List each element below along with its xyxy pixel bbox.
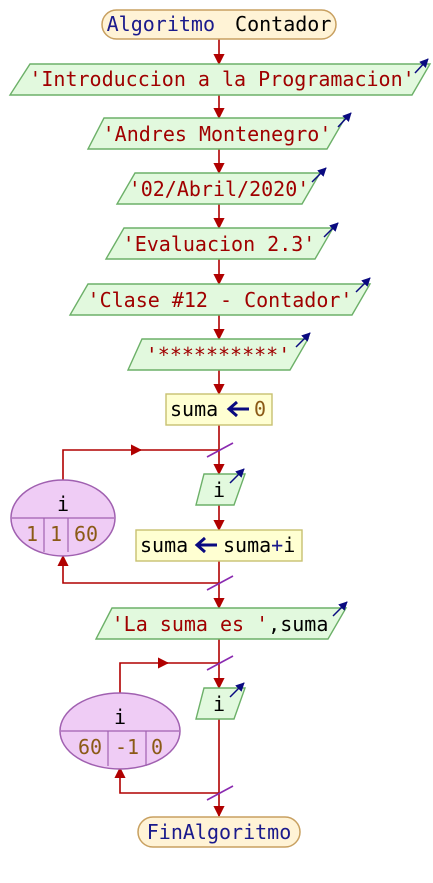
loop1-step: 1 [50,522,62,546]
output-arrow-icon [332,601,348,617]
loop1-from: 1 [26,522,38,546]
output-text-5: 'Clase #12 - Contador' [88,288,353,312]
output-node-2[interactable]: 'Andres Montenegro' [86,112,352,150]
assign-init-var: suma [170,397,218,421]
output-text-2: 'Andres Montenegro' [103,122,332,146]
assign-acc-expr-term: i [283,533,295,557]
start-keyword: Algoritmo [107,12,215,36]
output-arrow-icon [295,332,311,348]
output-text-4: 'Evaluacion 2.3' [123,232,316,256]
assign-acc-var: suma [140,533,188,557]
loop1-top-slash [206,442,234,458]
loop2-from: 60 [78,735,102,759]
loop2-step: -1 [115,735,139,759]
output-text-3: '02/Abril/2020' [129,177,310,201]
loop2-var: i [114,705,126,729]
assign-acc-expr-var: suma [223,533,271,557]
output-node-6[interactable]: '**********' [126,332,311,371]
assign-node-accumulate[interactable]: suma suma+i [135,529,303,562]
output-node-4[interactable]: 'Evaluacion 2.3' [104,222,339,260]
output-arrow-icon [229,682,245,698]
loop1-bottom-slash [206,575,234,591]
svg-text:'La suma es ',suma: 'La suma es ',suma [112,612,329,636]
loop1-output-var: i [213,478,225,502]
output-node-loop1-i[interactable]: i [195,468,246,506]
output-node-1[interactable]: 'Introduccion a la Programacion' [8,58,432,96]
assign-arrow-icon [226,400,249,418]
output-arrow-icon [337,112,352,128]
output-arrow-icon [323,222,339,238]
output-arrow-icon [355,277,371,293]
end-node[interactable]: FinAlgoritmo [137,816,301,848]
result-output-var: suma [280,612,328,636]
output-node-3[interactable]: '02/Abril/2020' [115,167,327,205]
loop2-connectors [114,657,219,794]
assign-init-value: 0 [254,397,266,421]
result-output-string: 'La suma es ' [112,612,269,636]
algorithm-name: Contador [235,12,331,36]
loop2-bottom-slash [206,785,234,801]
output-text-1: 'Introduccion a la Programacion' [29,67,414,91]
output-arrow-icon [414,58,429,74]
output-node-5[interactable]: 'Clase #12 - Contador' [68,277,372,316]
output-node-loop2-i[interactable]: i [195,682,246,720]
svg-text:suma+i: suma+i [223,533,295,557]
result-output-sep: , [268,612,280,636]
loop2-output-var: i [213,692,225,716]
output-text-6: '**********' [146,343,291,367]
output-arrow-icon [229,468,245,484]
loop1-to: 60 [74,522,98,546]
loop1-var: i [57,492,69,516]
assign-node-init[interactable]: suma 0 [165,393,273,426]
loop2-to: 0 [151,735,163,759]
svg-text:Algoritmo Contador: Algoritmo Contador [107,12,332,36]
end-keyword: FinAlgoritmo [147,820,292,844]
loop2-node[interactable]: i 60 -1 0 [59,692,181,770]
start-node[interactable]: Algoritmo Contador [101,9,337,40]
loop2-top-slash [206,655,234,671]
assign-arrow-icon [194,536,217,554]
assign-acc-expr-op: + [271,533,283,557]
output-arrow-icon [311,167,327,183]
output-node-result[interactable]: 'La suma es ',suma [94,601,348,640]
loop1-node[interactable]: i 1 1 60 [10,479,116,557]
